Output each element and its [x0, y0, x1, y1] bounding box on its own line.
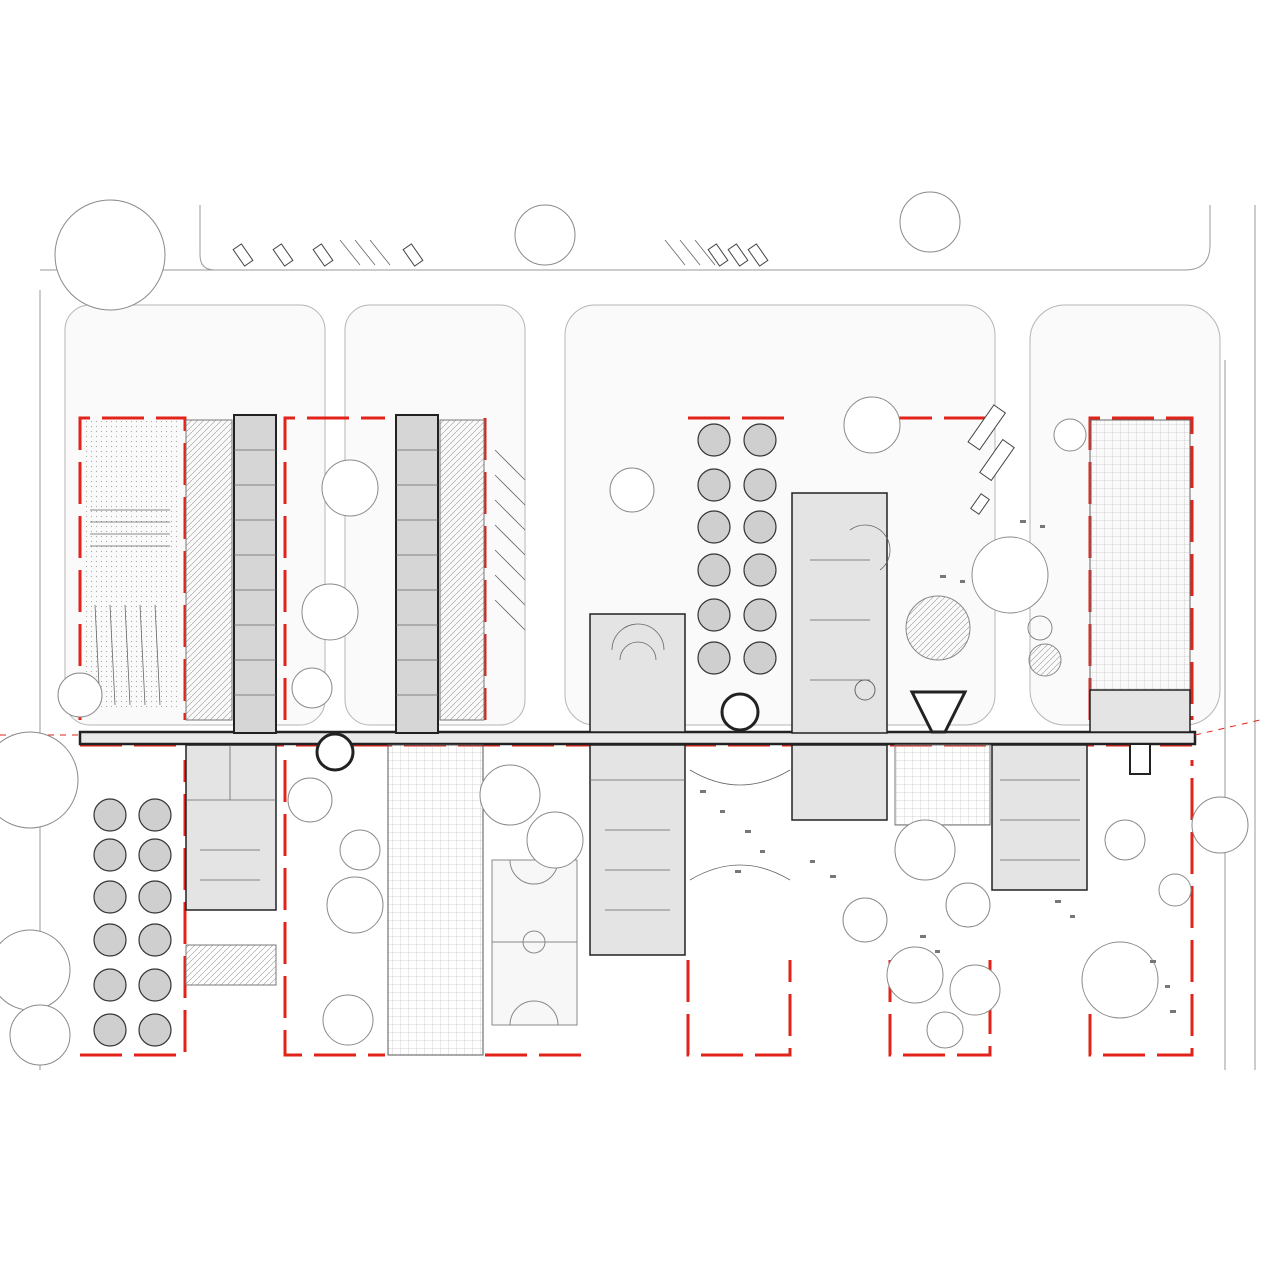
entrance-funnel	[909, 690, 968, 734]
planting-strip	[439, 419, 485, 721]
crop-field	[85, 420, 180, 710]
community-building	[991, 744, 1088, 891]
sports-hall	[387, 744, 484, 1056]
workshop-building	[791, 492, 891, 821]
parking-top	[232, 239, 769, 267]
car-icon	[312, 243, 334, 267]
market-field	[1089, 419, 1191, 775]
shade-canopy	[689, 744, 991, 881]
plaza-circle	[1027, 615, 1053, 641]
furniture-scatter	[700, 520, 1176, 1013]
classroom-block-1	[589, 613, 686, 956]
truck-icon	[967, 404, 1015, 515]
car-icon	[747, 243, 769, 267]
car-icon	[707, 243, 729, 267]
admin-building	[185, 744, 277, 986]
car-icon	[402, 243, 424, 267]
plaza-circle	[905, 595, 971, 661]
car-icon	[272, 243, 294, 267]
dormitory-wing-1	[233, 414, 277, 734]
planting-strip	[185, 419, 233, 721]
orchard	[93, 798, 172, 1047]
round-pavilion	[315, 732, 355, 772]
tree-icon	[0, 191, 1249, 1066]
court-icon	[491, 859, 578, 1026]
ramp-icon	[494, 449, 526, 631]
round-pavilion	[720, 692, 760, 732]
car-icon	[727, 243, 749, 267]
car-icon	[232, 243, 254, 267]
orchard	[697, 423, 777, 675]
plaza-circle	[1028, 643, 1062, 677]
dormitory-wing-2	[395, 414, 439, 734]
